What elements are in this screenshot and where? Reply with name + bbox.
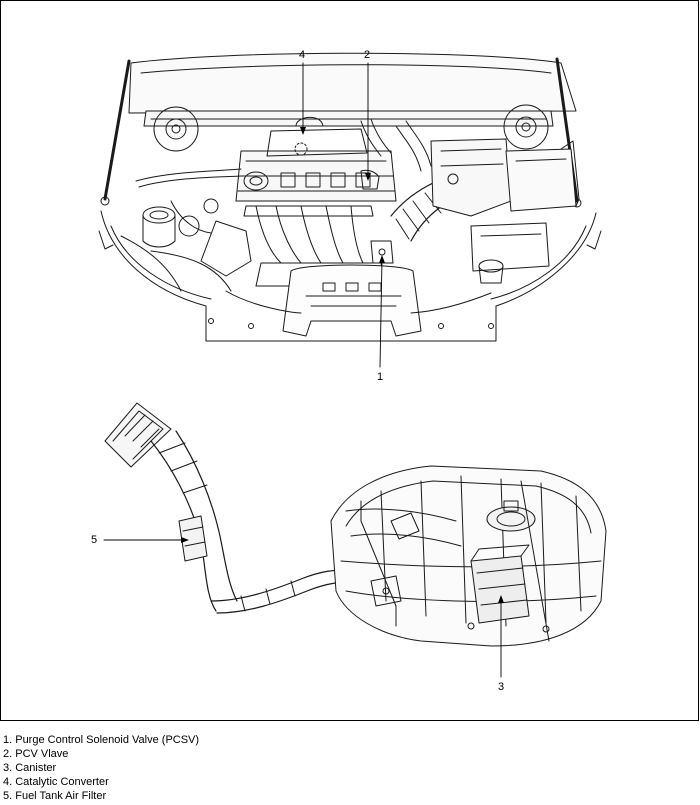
fuel-tank-illustration [104,402,607,647]
callout-4: 4 [299,49,306,61]
leader-lines [103,62,504,678]
callout-1: 1 [377,371,384,383]
diagram-drawing [98,52,607,678]
callout-5: 5 [91,534,98,546]
legend-item-canister: 3. Canister [3,762,57,774]
callout-3: 3 [498,681,505,693]
engine-bay-illustration [98,52,602,342]
legend-list: 1. Purge Control Solenoid Valve (PCSV) 2… [3,733,199,803]
legend-item-catalytic-converter: 4. Catalytic Converter [3,776,109,788]
callout-2: 2 [364,49,371,61]
legend-item-fuel-tank-air-filter: 5. Fuel Tank Air Filter [3,790,107,802]
diagram-frame: 4 2 1 5 3 [0,0,699,721]
legend-item-pcv-valve: 2. PCV Vlave [3,748,69,760]
legend-item-pcsv: 1. Purge Control Solenoid Valve (PCSV) [3,734,200,746]
